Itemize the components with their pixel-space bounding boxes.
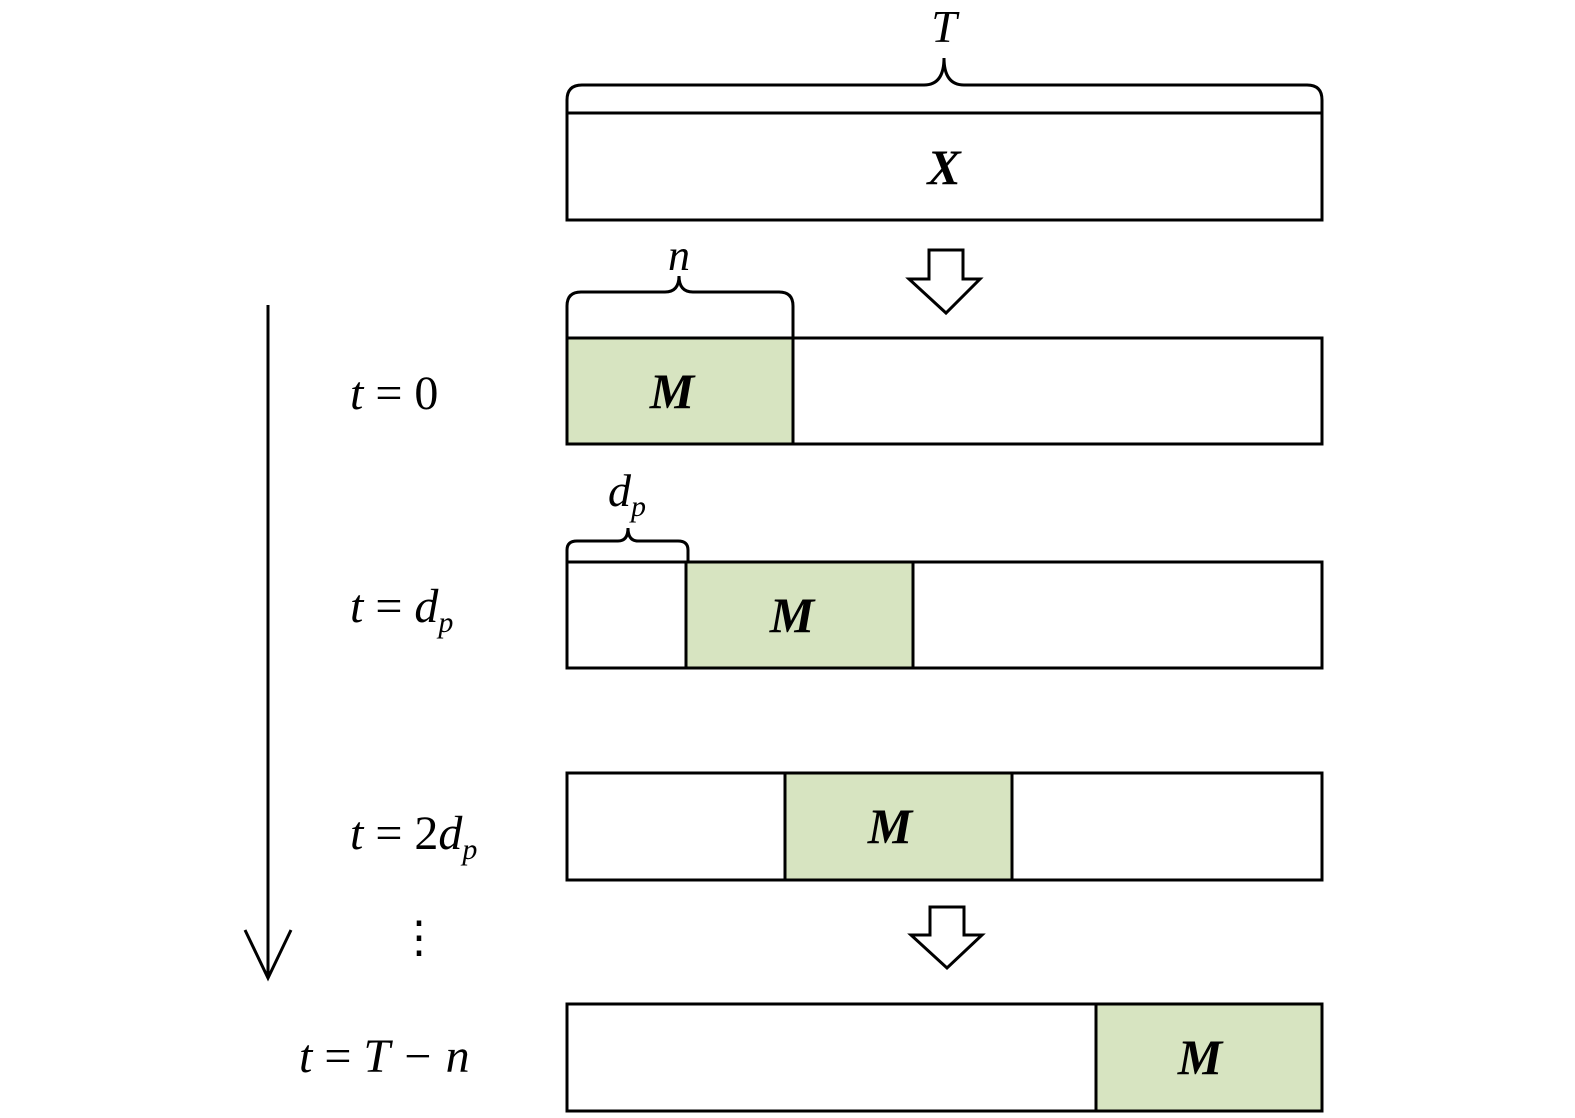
row-2-window [783, 771, 1014, 882]
step-3-t: t [299, 1030, 314, 1083]
label-dp-sub: p [629, 490, 646, 523]
series-X-box [565, 111, 1324, 222]
label-T: T [931, 1, 960, 52]
row-2-window-label: M [867, 798, 914, 854]
step-label-1: t = dp [350, 580, 453, 639]
row-1-window-label: M [769, 587, 816, 643]
step-1-eq: = [363, 580, 414, 633]
row-1-box [565, 560, 1324, 670]
step-1-sub: p [436, 606, 453, 639]
time-axis-arrowhead [243, 929, 293, 982]
step-0-rhs: 0 [414, 367, 438, 420]
brace-T [565, 57, 1324, 113]
brace-dp [565, 527, 690, 561]
step-1-var: d [414, 580, 439, 633]
step-label-0: t = 0 [350, 367, 438, 420]
row-1-window [684, 560, 915, 670]
step-0-eq: = [363, 367, 414, 420]
row-3-window [1094, 1002, 1324, 1113]
row-3-window-label: M [1177, 1029, 1224, 1085]
step-2-coef: 2 [414, 807, 438, 860]
step-label-2: t = 2dp [350, 807, 477, 866]
step-0-t: t [350, 367, 365, 420]
down-arrow-1 [905, 248, 984, 316]
row-0-window [565, 336, 795, 446]
row-0-window-label: M [649, 363, 696, 419]
step-3-T: T [363, 1030, 393, 1083]
step-1-t: t [350, 580, 365, 633]
step-2-t: t [350, 807, 365, 860]
label-dp: dp [608, 465, 646, 523]
vdots: ⋮ [397, 913, 441, 962]
brace-n [565, 275, 795, 337]
down-arrow-2 [907, 905, 986, 971]
label-dp-d: d [608, 465, 632, 516]
label-X: X [925, 139, 962, 195]
step-label-3: t = T − n [299, 1030, 470, 1083]
step-3-tail: − n [389, 1030, 469, 1083]
step-3-eq: = [312, 1030, 363, 1083]
label-n: n [668, 231, 690, 280]
step-2-sub: p [460, 833, 477, 866]
step-2-eq: = [363, 807, 414, 860]
step-2-var: d [438, 807, 463, 860]
